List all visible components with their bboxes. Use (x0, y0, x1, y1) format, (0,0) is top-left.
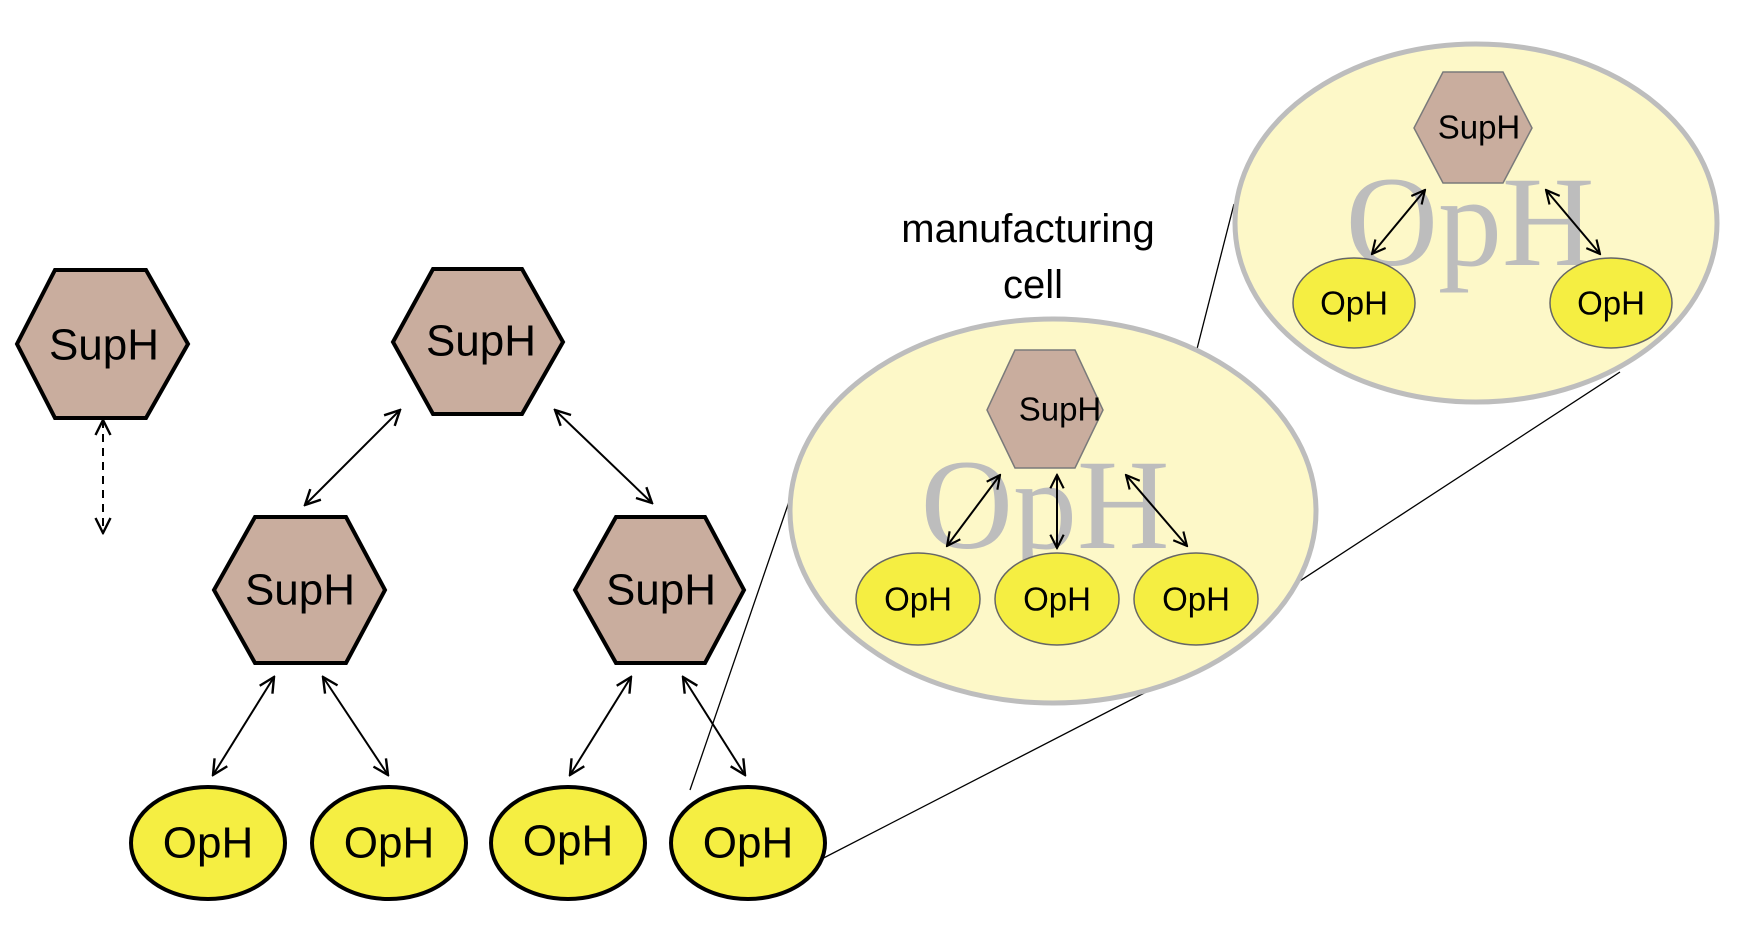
zoom-supervisor-hexagon (1413, 71, 1533, 184)
operational-label-1: OpH (163, 819, 253, 868)
zoom-operational-label-1: OpH (1320, 285, 1388, 322)
right-supervisor-hexagon (572, 515, 747, 665)
connector-line-to-zoom-bottom (1239, 371, 1621, 621)
operational-holon-1 (129, 785, 287, 901)
left-op1-link-arrow (213, 677, 274, 775)
left-supervisor-label: SupH (245, 566, 355, 615)
lone-supervisor-label: SupH (49, 321, 159, 370)
right-supervisor-label: SupH (606, 566, 716, 615)
zoomed-subcell: OpH SupH OpH OpH (1232, 41, 1720, 405)
operational-holon-3 (489, 785, 647, 901)
operational-holon-4 (669, 785, 827, 901)
cell-caption-line-2: cell (1003, 263, 1063, 307)
right-op3-link-arrow (570, 677, 631, 775)
operational-label-3: OpH (523, 817, 613, 866)
right-op4-link-arrow (683, 677, 745, 775)
zoom-operational-holon-2 (1549, 257, 1673, 349)
cell-caption-line-1: manufacturing (901, 207, 1154, 251)
lone-supervisor-hexagon (14, 268, 191, 420)
left-op2-link-arrow (323, 677, 388, 775)
cell-supervisor-label: SupH (1019, 391, 1102, 428)
root-right-link-arrow (555, 410, 652, 503)
manufacturing-cell: OpH SupH OpH OpH OpH (787, 316, 1319, 706)
cell-operational-label-3: OpH (1162, 581, 1230, 618)
operational-label-2: OpH (344, 819, 434, 868)
cell-supervisor-hexagon (986, 349, 1104, 469)
root-supervisor-hexagon (390, 267, 566, 416)
cell-operational-holon-3 (1133, 552, 1259, 646)
root-left-link-arrow (305, 410, 400, 505)
left-supervisor-hexagon (211, 515, 388, 665)
cell-operational-label-1: OpH (884, 581, 952, 618)
zoom-link-arrow-2 (1546, 190, 1600, 254)
zoom-operational-label-2: OpH (1577, 285, 1645, 322)
cell-link-arrow-3 (1126, 475, 1187, 546)
operational-label-4: OpH (703, 819, 793, 868)
zoom-supervisor-label: SupH (1438, 109, 1521, 146)
zoom-link-arrow-1 (1372, 190, 1425, 254)
connector-line-to-cell-bottom (807, 689, 1151, 867)
cell-operational-holon-2 (994, 552, 1120, 646)
zoom-operational-holon-1 (1292, 257, 1416, 349)
cell-operational-holon-1 (855, 552, 981, 646)
root-supervisor-label: SupH (426, 317, 536, 366)
cell-operational-label-2: OpH (1023, 581, 1091, 618)
holarchy-tree: SupH SupH SupH SupH OpH OpH OpH OpH (14, 267, 827, 901)
operational-holon-2 (310, 785, 468, 901)
cell-link-arrow-1 (947, 475, 1000, 546)
